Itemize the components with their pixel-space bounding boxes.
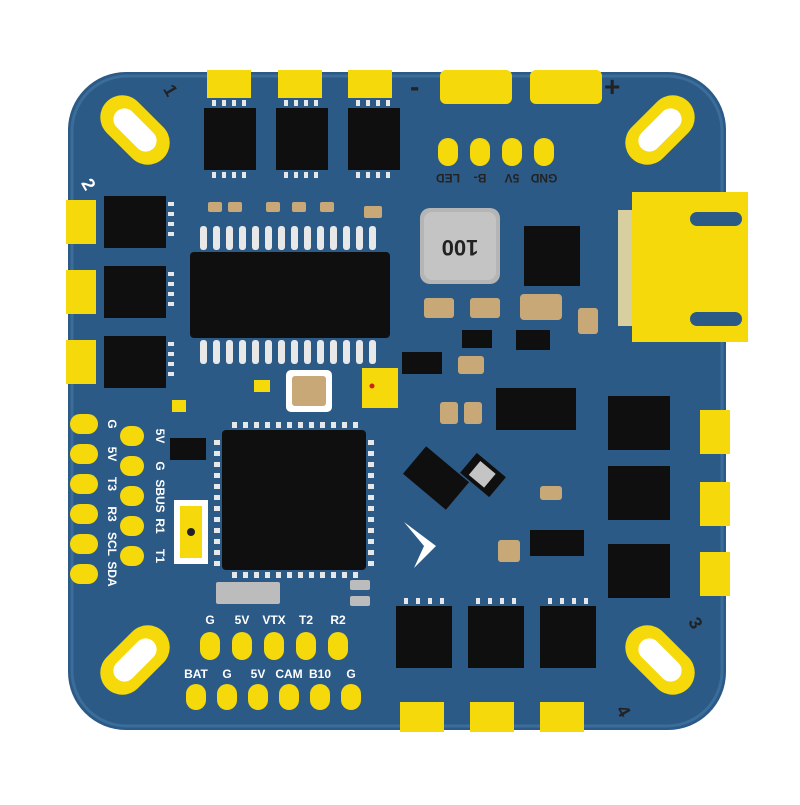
top-pad-label-1: B- (474, 171, 487, 185)
bottom-top-label-2: VTX (262, 613, 285, 627)
crystal-caps (350, 580, 370, 606)
left-pad-label-a-0: G (105, 419, 119, 428)
mcu-chip (214, 422, 374, 578)
bottom-bottom-label-0: BAT (184, 667, 208, 681)
bottom-top-pad-1 (232, 632, 252, 660)
left-pad-label-a-3: R3 (105, 506, 119, 522)
left-pad-a-3 (70, 504, 98, 524)
bottom-bottom-pad-2 (248, 684, 268, 710)
left-pad-a-5 (70, 564, 98, 584)
crystal (216, 582, 280, 604)
left-pad-label-a-4: SCL (105, 532, 119, 556)
left-pad-a-2 (70, 474, 98, 494)
esc-driver-ic (190, 226, 390, 364)
mosfet-chips-bottom (396, 598, 596, 668)
bottom-top-label-4: R2 (330, 613, 346, 627)
bottom-top-label-1: 5V (235, 613, 250, 627)
bottom-bottom-pad-1 (217, 684, 237, 710)
left-pad-label-a-1: 5V (105, 447, 119, 462)
small-pad (254, 380, 270, 392)
left-pad-a-4 (70, 534, 98, 554)
capacitors-middle (424, 294, 598, 562)
boot-button (174, 500, 208, 564)
capacitors-top (208, 202, 382, 218)
bottom-bottom-pad-4 (310, 684, 330, 710)
bottom-top-pad-2 (264, 632, 284, 660)
left-pad-b-0 (120, 426, 144, 446)
bottom-top-label-3: T2 (299, 613, 313, 627)
battery-pads (440, 70, 602, 104)
top-pad-1 (470, 138, 490, 166)
power-inductor: 100 (420, 208, 500, 284)
left-pad-label-b-1: G (153, 461, 167, 470)
left-pad-label-a-2: T3 (105, 477, 119, 491)
left-pad-b-4 (120, 546, 144, 566)
top-pad-0 (438, 138, 458, 166)
bottom-bottom-label-2: 5V (251, 667, 266, 681)
mounting-hole-top-left (100, 95, 170, 165)
left-pad-a-0 (70, 414, 98, 434)
top-pad-label-3: GND (530, 171, 557, 185)
left-pad-label-a-5: SDA (105, 561, 119, 587)
mosfet-chips-top (204, 100, 400, 178)
top-pad-label-2: 5V (505, 171, 520, 185)
mounting-hole-bottom-right (625, 625, 695, 695)
left-pad-b-1 (120, 456, 144, 476)
regulator-chip (524, 226, 580, 286)
top-pad-2 (502, 138, 522, 166)
bottom-bottom-label-4: B10 (309, 667, 331, 681)
left-pad-label-b-2: SBUS (153, 479, 167, 512)
bottom-top-label-0: G (205, 613, 214, 627)
motor-pads-right (700, 410, 730, 596)
top-pad-label-0: LED (436, 171, 460, 185)
left-pad-b-3 (120, 516, 144, 536)
motor-pads-bottom (400, 702, 584, 732)
bottom-bottom-label-1: G (222, 667, 231, 681)
diodes (402, 446, 506, 510)
inductor-marking: 100 (442, 235, 479, 260)
battery-minus-label: - (410, 71, 419, 102)
left-pad-label-b-4: T1 (153, 549, 167, 563)
left-pad-label-b-3: R1 (153, 518, 167, 534)
bottom-bottom-label-3: CAM (275, 667, 302, 681)
brand-logo (404, 522, 436, 568)
mosfet-chips-left (104, 196, 174, 388)
battery-plus-label: + (604, 71, 620, 102)
left-pad-label-b-0: 5V (153, 429, 167, 444)
bottom-bottom-label-5: G (346, 667, 355, 681)
bottom-top-pad-3 (296, 632, 316, 660)
small-components (170, 330, 584, 556)
usb-connector (618, 192, 748, 342)
bottom-top-pad-0 (200, 632, 220, 660)
imu-sensor (286, 368, 398, 412)
mounting-hole-top-right (625, 95, 695, 165)
left-pad-b-2 (120, 486, 144, 506)
motor-pads-left (66, 200, 96, 384)
mosfet-chips-right (608, 396, 670, 598)
motor-pads-top (207, 70, 392, 98)
bottom-bottom-pad-0 (186, 684, 206, 710)
mounting-hole-bottom-left (100, 625, 170, 695)
left-pad-a-1 (70, 444, 98, 464)
top-pad-3 (534, 138, 554, 166)
pcb-edge-highlight (70, 74, 724, 728)
bottom-top-pad-4 (328, 632, 348, 660)
bottom-bottom-pad-5 (341, 684, 361, 710)
bottom-bottom-pad-3 (279, 684, 299, 710)
small-pad-2 (172, 400, 186, 412)
top-solder-pads: LED B- 5V GND (436, 138, 557, 185)
